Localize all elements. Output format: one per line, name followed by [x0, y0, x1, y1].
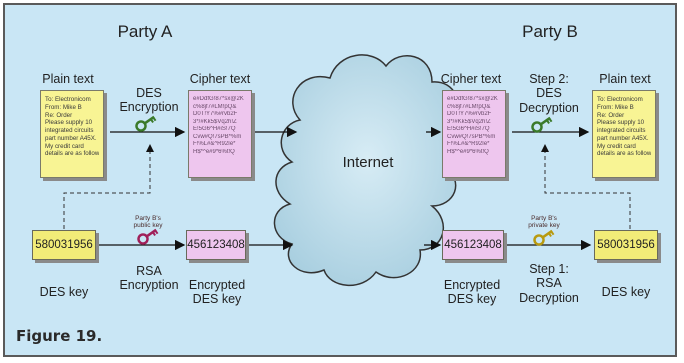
label-line: Encrypted [188, 278, 246, 292]
public-key-note: Party B's public key [118, 215, 178, 229]
plain-text-header-right: Plain text [599, 72, 651, 86]
message-line: part number A45X. [45, 134, 97, 142]
cipher-line: c%8jf7#LM!pQ& [447, 103, 491, 110]
cipher-line: e#DdfG!87*sx@2K [447, 96, 498, 102]
des-key-box-right: 580031956 [594, 230, 658, 260]
cipher-text-document-left: e#DdfG!87*sx@2K c%8jf7#LM!pQ& D0T!Y7%#rv… [188, 90, 252, 178]
label-line: Step 1: [529, 262, 569, 276]
cipher-line: Cvw#Q!7sPB*%m [447, 133, 496, 140]
message-line: Re: Order [45, 111, 73, 119]
cipher-line: E!5G6^H#iS!7Q [447, 126, 490, 132]
message-line: part number A45X. [597, 134, 649, 142]
figure-caption: Figure 19. [16, 327, 103, 345]
label-line: Decryption [519, 100, 579, 115]
message-line: My credit card [45, 142, 84, 150]
cipher-line: Cvw#Q!7sPB*%m [193, 133, 242, 140]
note-line: Party B's [531, 215, 557, 222]
cipher-line: D0T!Y7%#rvb2F [193, 111, 238, 117]
message-line: details are as follows: [597, 150, 651, 158]
des-key-label-right: DES key [601, 285, 651, 299]
des-key-label-left: DES key [39, 285, 89, 299]
label-line: RSA [136, 264, 162, 278]
des-encryption-label: DES Encryption [108, 86, 190, 115]
plain-text-document-right: To: Electronicom From: Mike B Re: Order … [592, 90, 656, 178]
plain-text-header-left: Plain text [42, 72, 94, 86]
cipher-line: F!%L#&^R92Ie* [447, 141, 490, 147]
cipher-text-document-right: e#DdfG!87*sx@2K c%8jf7#LM!pQ& D0T!Y7%#rv… [442, 90, 506, 178]
party-b-title: Party B [522, 22, 578, 41]
message-line: integrated circuits [597, 127, 646, 134]
key-icon-rsa-encryption [137, 228, 159, 245]
rsa-encryption-label: RSA Encryption [104, 264, 194, 293]
rsa-decryption-step-label: Step 1: RSA Decryption [508, 262, 590, 305]
message-line: Re: Order [597, 111, 625, 119]
label-line: Decryption [519, 290, 579, 305]
message-line: My credit card [597, 142, 636, 150]
label-line: DES [536, 86, 562, 101]
internet-label: Internet [342, 154, 394, 171]
cipher-text-header-left: Cipher text [189, 72, 251, 86]
note-line: Party B's [135, 215, 161, 222]
cipher-line: e#DdfG!87*sx@2K [193, 96, 244, 102]
cipher-line: H$*^e#9*6%t!Q [193, 148, 235, 155]
message-line: From: Mike B [45, 103, 82, 111]
des-key-box-left: 580031956 [32, 230, 96, 260]
note-line: private key [528, 222, 560, 230]
key-icon-des-encryption [135, 115, 157, 132]
des-decryption-step-label: Step 2: DES Decryption [508, 72, 590, 115]
key-icon-des-decryption [531, 116, 553, 133]
message-line: From: Mike B [597, 103, 634, 111]
cipher-line: 3*/#Kk5$Vq2h!Z [193, 118, 237, 125]
message-line: To: Electronicom [597, 96, 643, 103]
party-a-title: Party A [117, 22, 173, 41]
message-line: To: Electronicom [45, 96, 91, 103]
label-line: DES [136, 86, 162, 100]
encrypted-des-key-label-left: Encrypted DES key [178, 278, 256, 307]
dashed-right-key-link [541, 144, 631, 229]
plain-text-document-left: To: Electronicom From: Mike B Re: Order … [40, 90, 104, 178]
cipher-text-header-right: Cipher text [440, 72, 502, 86]
note-line: public key [133, 222, 163, 230]
dashed-left-key-link [63, 144, 154, 229]
label-line: Encrypted [443, 278, 501, 292]
encrypted-des-key-label-right: Encrypted DES key [432, 278, 512, 307]
label-line: Step 2: [529, 72, 569, 86]
encrypted-des-key-box-left: 456123408 [186, 230, 246, 260]
message-line: Please supply 10 [597, 119, 645, 127]
cipher-line: 3*/#Kk5$Vq2h!Z [447, 118, 491, 125]
message-line: Please supply 10 [45, 119, 93, 127]
key-icon-rsa-decryption [533, 229, 555, 246]
label-line: DES key [192, 292, 242, 307]
cipher-line: H$*^e#9*6%t!Q [447, 148, 489, 155]
label-line: Encryption [119, 278, 179, 293]
encrypted-des-key-box-right: 456123408 [442, 230, 504, 260]
label-line: RSA [536, 276, 562, 291]
private-key-note: Party B's private key [512, 215, 576, 229]
cipher-line: c%8jf7#LM!pQ& [193, 103, 237, 110]
cipher-line: F!%L#&^R92Ie* [193, 141, 236, 147]
label-line: Encryption [119, 100, 179, 115]
message-line: integrated circuits [45, 127, 94, 134]
cipher-line: E!5G6^H#iS!7Q [193, 126, 236, 132]
message-line: details are as follows: [45, 150, 99, 158]
internet-cloud [273, 54, 462, 287]
label-line: DES key [447, 292, 497, 307]
cipher-line: D0T!Y7%#rvb2F [447, 111, 492, 117]
